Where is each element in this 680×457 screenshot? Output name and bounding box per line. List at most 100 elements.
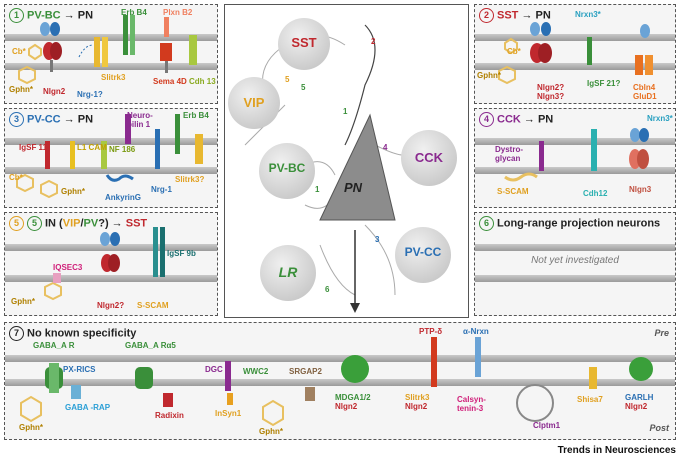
membrane-pre [5,355,675,362]
nlgn2-molecule [100,232,120,272]
membrane-pre [475,244,675,251]
membrane-post [5,275,217,282]
nrg1-molecule [155,129,160,169]
not-investigated-note: Not yet investigated [531,255,619,266]
ptpd-molecule [431,337,437,387]
gabarap-shape [71,385,81,399]
label-erbb4: Erb B4 [121,8,147,17]
label-igsf21: IgSF 21? [587,79,621,88]
label-gphn: Gphn* [9,85,33,94]
label-ankyring: AnkyrinG [105,193,142,202]
iqsec3-shape [53,273,61,283]
slitrk3-molecule [94,37,108,67]
nlgn2-molecule [40,22,62,72]
membrane-pre [5,138,217,145]
label-cb: Cb* [12,47,26,56]
label-srgap2: SRGAP2 [289,367,322,376]
nrg1-arrow [78,44,94,58]
membrane-pre [5,34,217,41]
journal-footer: Trends in Neurosciences [557,445,676,456]
mdga-molecule [341,355,369,383]
molecule-drawing [498,22,653,85]
membrane-pre [475,138,675,145]
gphn-hexagon [40,179,58,199]
label-slitrk3: Slitrk3? [175,175,205,184]
igsf9b-molecule [153,227,165,277]
cell-lr: LR [260,245,316,301]
cb-hexagon [504,37,518,55]
central-circuit: SST VIP PV-BC PN CCK LR PV-CC 2 5 5 1 1 … [224,4,469,318]
label-slitrk3: Slitrk3 [101,73,126,82]
label-nrxn3: Nrxn3* [575,10,601,19]
nlgn3-molecule [629,128,649,169]
membrane-post [475,167,675,174]
molecule-drawing [18,15,197,85]
panel-number-a: 5 [9,216,24,231]
marker-6: 6 [325,285,330,294]
label-nrg1: Nrg-1 [151,185,172,194]
label-nf186: NF 186 [109,145,136,154]
vesicle-circle [516,384,554,422]
igsf21-molecule [587,37,592,65]
nlgn-molecule [530,22,552,63]
shisa7-molecule [589,367,597,389]
label-cdh12: Cdh12 [583,189,608,198]
label-igsf9b: IgSF 9b [167,249,196,258]
label-neuropilin: Neuro-pilin 1 [127,111,153,129]
garlh-molecule [629,357,653,381]
molecule-drawing [504,128,649,182]
label-post: Post [649,423,669,433]
cell-vip: VIP [228,77,280,129]
cdh13-molecule [189,35,197,65]
label-cb: Cb* [507,47,521,56]
dgc-molecule [225,361,231,391]
pn-triangle [319,113,396,221]
panel-number: 6 [479,216,494,231]
l1cam-molecule [70,141,75,169]
panel-number: 4 [479,112,494,127]
label-plxnb2: Plxn B2 [163,8,193,17]
nrxn-molecule [475,337,481,377]
radixin-shape [163,393,173,407]
gphn-hexagon-1 [20,395,42,423]
erbb4-molecule [123,15,135,55]
dystroglycan-molecule [539,141,544,171]
molecule-drawing [44,227,165,301]
cell-pv-cc: PV-CC [395,227,451,283]
membrane-post [475,275,675,282]
label-insyn1: InSyn1 [215,409,242,418]
cb-hexagon [16,173,34,193]
molecule-drawing [20,337,653,427]
srgap2-shape [305,387,315,401]
label-nlgn2: Nlgn2 [43,87,66,96]
label-erbb4: Erb B4 [183,111,209,120]
label-igsf11: IgSF 11 [19,143,48,152]
molecule-drawing [16,114,203,199]
membrane-post [5,167,217,174]
label-nrxn: α-Nrxn [463,327,489,336]
label-radixin: Radixin [155,411,184,420]
marker-2: 2 [371,37,376,46]
label-nrxn3: Nrxn3* [647,114,673,123]
igsf11-molecule [45,141,50,169]
label-iqsec3: IQSEC3 [53,263,83,272]
label-gphn-1: Gphn* [19,423,43,432]
label-gabaar: GABA_A R [33,341,75,350]
gphn-hexagon [44,281,62,301]
label-sscam: S-SCAM [497,187,529,196]
label-gphn: Gphn* [11,297,35,306]
marker-3: 3 [375,235,380,244]
membrane-post [5,379,675,386]
label-pn: PN [344,180,363,195]
